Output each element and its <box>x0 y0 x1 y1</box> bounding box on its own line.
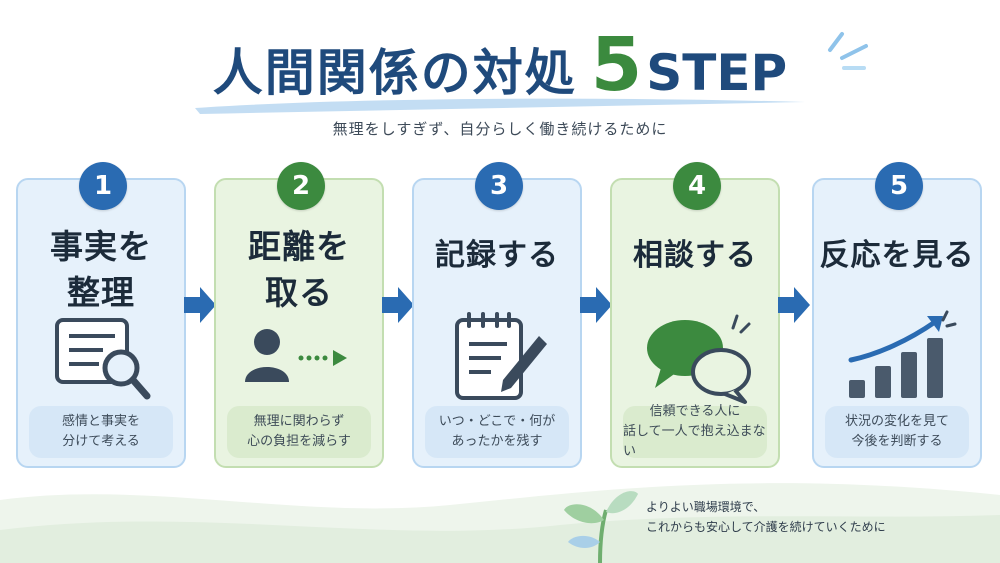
arrow-right-icon <box>778 287 810 323</box>
step-description: 状況の変化を見て 今後を判断する <box>825 406 969 458</box>
step-description-line: 話して一人で抱え込まない <box>623 424 766 459</box>
step-title-line: 整理 <box>67 273 135 312</box>
step-description-line: 状況の変化を見て <box>844 414 949 429</box>
step-description-line: あったかを残す <box>451 434 543 449</box>
rising-bar-chart-icon <box>848 310 957 398</box>
title-text: 人間関係の対処 <box>212 44 577 102</box>
notepad-pencil-icon <box>455 312 547 400</box>
title-number: 5 <box>590 22 643 108</box>
step-title-line: 相談する <box>633 238 757 273</box>
person-distance-arrow-icon <box>245 329 347 382</box>
step-card-4: 4 相談する 信頼できる人に 話して一人で抱え込まない <box>610 162 780 468</box>
title-step-text: STEP <box>646 44 788 102</box>
step-description: 無理に関わらず 心の負担を減らす <box>227 406 371 458</box>
step-number-badge: 1 <box>79 162 127 210</box>
step-description-line: 信頼できる人に <box>649 404 741 419</box>
step-description: 信頼できる人に 話して一人で抱え込まない <box>623 404 767 459</box>
step-title-line: 取る <box>265 273 333 312</box>
step-title: 距離を 取る <box>216 224 382 316</box>
step-number-badge: 4 <box>673 162 721 210</box>
step-card-3: 3 記録する いつ・どこで・何が あったかを残す <box>412 162 582 468</box>
sparkle-lines-icon <box>828 32 868 70</box>
step-description: いつ・どこで・何が あったかを残す <box>425 406 569 458</box>
brush-underline <box>195 98 805 114</box>
arrow-right-icon <box>184 287 216 323</box>
step-card-5: 5 反応を見る 状況の変化を見て 今後を判断する <box>812 162 982 468</box>
sprout-icon <box>564 491 638 563</box>
step-description-line: 心の負担を減らす <box>247 434 351 449</box>
arrow-right-icon <box>580 287 612 323</box>
subtitle: 無理をしすぎず、自分らしく働き続けるために <box>332 120 668 138</box>
step-card-2: 2 距離を 取る 無理に関わらず 心の負担を減らす <box>214 162 384 468</box>
step-title-line: 距離を <box>248 227 350 266</box>
step-title-line: 反応を見る <box>819 238 975 273</box>
step-description-line: 無理に関わらず <box>253 414 345 429</box>
step-card-1: 1 事実を 整理 感情と事実を 分けて考える <box>16 162 186 468</box>
step-title: 記録する <box>414 236 580 276</box>
step-title: 事実を 整理 <box>18 224 184 316</box>
arrow-right-icon <box>382 287 414 323</box>
step-number-badge: 5 <box>875 162 923 210</box>
step-description-line: 分けて考える <box>62 434 140 449</box>
speech-bubbles-icon <box>647 314 751 404</box>
step-description-line: いつ・どこで・何が <box>438 414 556 429</box>
step-title: 反応を見る <box>814 236 980 276</box>
footer-message: よりよい職場環境で、 これからも安心して介護を続けていくために <box>646 497 886 537</box>
step-description-line: 今後を判断する <box>851 434 943 449</box>
footer-line: よりよい職場環境で、 <box>646 500 766 514</box>
step-title-line: 事実を <box>50 227 152 266</box>
page-title: 人間関係の対処 5 STEP <box>0 28 1000 108</box>
document-magnifier-icon <box>55 318 151 400</box>
step-description: 感情と事実を 分けて考える <box>29 406 173 458</box>
step-number-badge: 3 <box>475 162 523 210</box>
step-title: 相談する <box>612 236 778 276</box>
step-number-badge: 2 <box>277 162 325 210</box>
footer-line: これからも安心して介護を続けていくために <box>646 520 886 534</box>
step-title-line: 記録する <box>435 238 559 273</box>
step-description-line: 感情と事実を <box>61 414 140 429</box>
